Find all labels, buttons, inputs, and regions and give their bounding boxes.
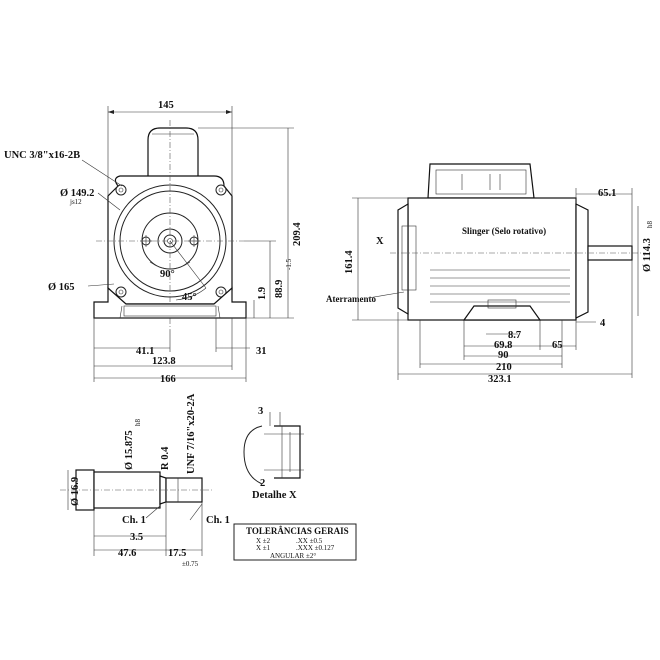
dim-flange-dia: Ø 114.3 (642, 238, 653, 272)
tol-x: X ±2 (256, 537, 271, 545)
tol-h8-flange: h8 (646, 221, 654, 229)
angle-45: 45° (182, 292, 197, 303)
tol-shaft: -1.5 (285, 258, 293, 270)
radius-r04: R 0.4 (160, 446, 171, 470)
dim-1-9: 1.9 (257, 287, 268, 300)
tol-title: TOLERÂNCIAS GERAIS (246, 526, 349, 536)
dim-41-1: 41.1 (136, 346, 154, 357)
tol-x1: X ±1 (256, 544, 271, 552)
dim-145: 145 (158, 100, 174, 111)
dim-3-5: 3.5 (130, 532, 143, 543)
dim-123-8: 123.8 (152, 356, 176, 367)
dim-161-4: 161.4 (344, 250, 355, 274)
tol-js12: js12 (69, 198, 82, 206)
dim-17-5: 17.5 (168, 548, 186, 559)
front-view: 145 UNC 3/8"x16-2B Ø 149.2 js12 Ø 165 90… (4, 100, 303, 385)
chamfer-right: Ch. 1 (206, 515, 230, 526)
dim-65: 65 (552, 340, 563, 351)
dim-bolt-circle: Ø 149.2 (60, 188, 94, 199)
detail-dim-3: 3 (258, 406, 263, 417)
dim-8-7: 8.7 (508, 330, 521, 341)
detail-x: 3 2 Detalhe X (243, 406, 304, 501)
detail-dim-2: 2 (260, 478, 265, 489)
side-view: Slinger (Selo rotativo) X Aterramento 16… (326, 163, 654, 385)
dim-outer-dia: Ø 165 (48, 282, 75, 293)
angle-90: 90° (160, 269, 175, 280)
tol-angular: ANGULAR ±2° (270, 552, 316, 560)
dim-16-9: Ø 16.9 (70, 477, 81, 506)
dim-15-875: Ø 15.875 (124, 430, 135, 470)
chamfer-left: Ch. 1 (122, 515, 146, 526)
dim-323-1: 323.1 (488, 374, 512, 385)
dim-90: 90 (498, 350, 509, 361)
shaft-detail: Ø 15.875 h8 R 0.4 UNF 7/16"x20-2A Ø 16.9… (60, 393, 230, 568)
tol-h8-shaft: h8 (134, 419, 142, 427)
dim-209-4: 209.4 (292, 222, 303, 246)
dim-47-6: 47.6 (118, 548, 136, 559)
slinger-label: Slinger (Selo rotativo) (462, 226, 546, 236)
dim-210: 210 (496, 362, 512, 373)
dim-166: 166 (160, 374, 176, 385)
thread-unf: UNF 7/16"x20-2A (186, 393, 197, 474)
dim-31: 31 (256, 346, 267, 357)
tol-075: ±0.75 (182, 560, 199, 568)
thread-callout: UNC 3/8"x16-2B (4, 150, 80, 161)
detail-x-label: Detalhe X (252, 490, 297, 501)
ground-label: Aterramento (326, 294, 376, 304)
tolerances-table: TOLERÂNCIAS GERAIS X ±2 .XX ±0.5 X ±1 .X… (233, 523, 357, 561)
dim-4: 4 (600, 318, 606, 329)
tol-xxx: .XXX ±0.127 (296, 544, 335, 552)
x-marker: X (376, 236, 384, 247)
tol-xx: .XX ±0.5 (296, 537, 323, 545)
dim-69-8: 69.8 (494, 340, 512, 351)
dim-88-9: 88.9 (274, 280, 285, 298)
dim-65-1: 65.1 (598, 188, 616, 199)
